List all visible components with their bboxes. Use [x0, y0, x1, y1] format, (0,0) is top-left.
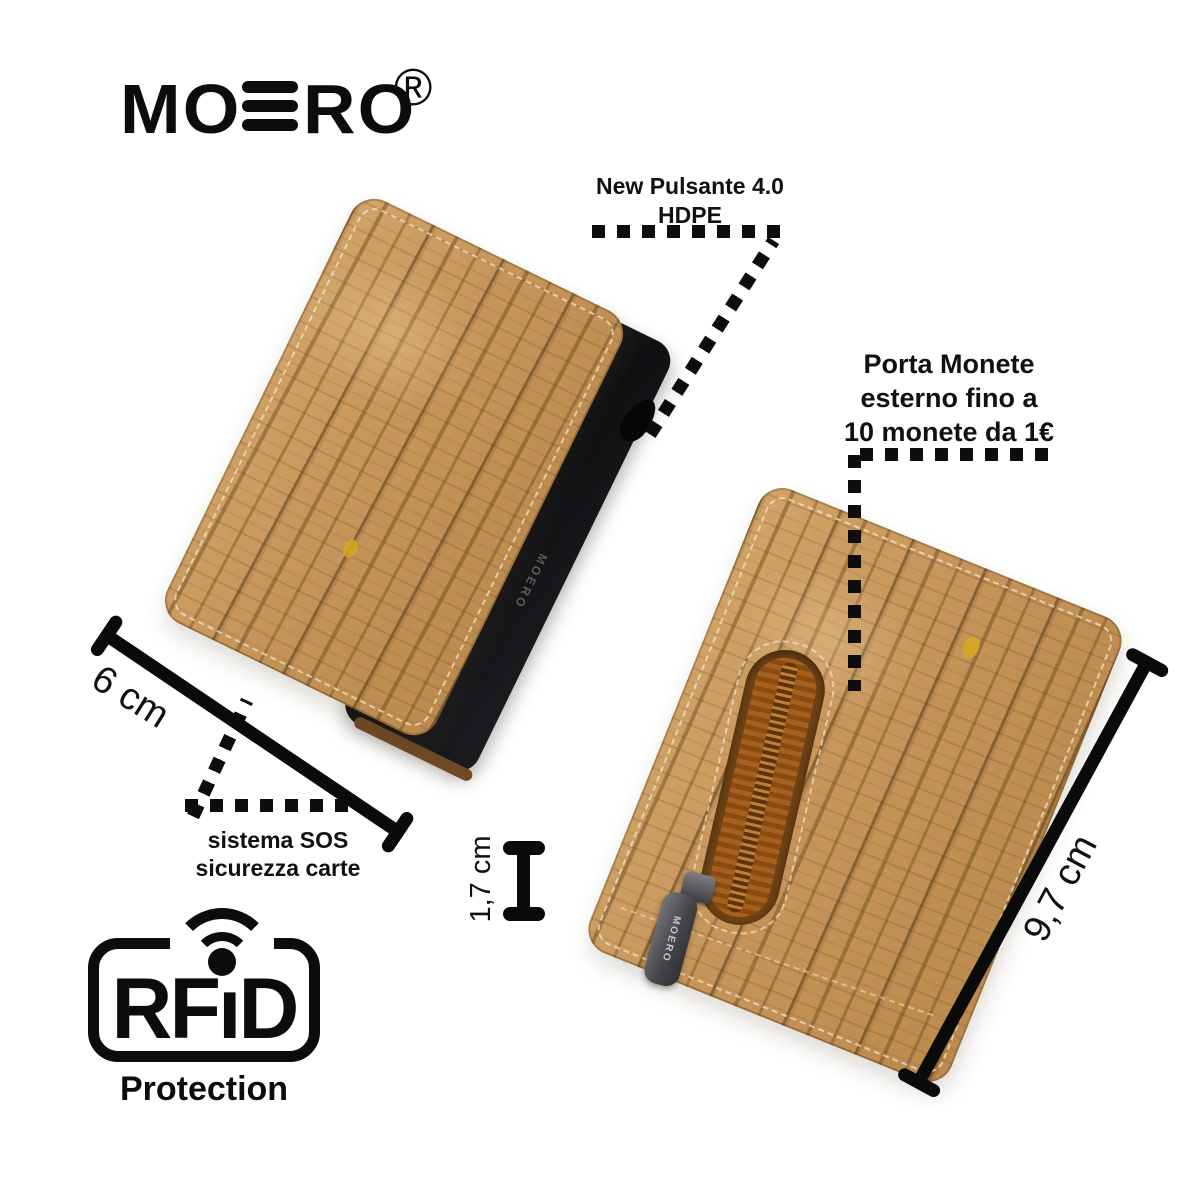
callout-sos: sistema SOS sicurezza carte [178, 826, 378, 882]
rfid-wave-outer-icon [170, 908, 274, 1012]
zipper-pull-brand-text: MOERO [659, 914, 683, 964]
leader-dotted-line-porta-horizontal [860, 448, 1054, 461]
callout-pulsante-line1: New Pulsante 4.0 [596, 173, 784, 199]
logo-text-right: RO [302, 70, 417, 148]
rfid-label-d: D [238, 961, 300, 1057]
rfid-label-rf: RF [111, 961, 221, 1057]
callout-porta-line1: Porta Monete [863, 349, 1035, 379]
leader-dotted-line-porta-vertical [848, 455, 861, 691]
rfid-signal-dot-icon [208, 948, 236, 976]
leader-dotted-line-sos-horizontal [185, 799, 361, 812]
registered-trademark-icon: ® [394, 59, 433, 117]
callout-porta-monete: Porta Monete esterno fino a 10 monete da… [824, 347, 1074, 449]
callout-porta-line2: esterno fino a [860, 383, 1038, 413]
thickness-symbol-top-cap [503, 841, 545, 855]
cork-front-cover [156, 190, 632, 744]
dimension-label-thickness: 1,7 cm [465, 835, 497, 923]
rfid-label: RFıD [98, 966, 310, 1052]
rfid-wave-inner-icon [192, 932, 252, 992]
logo-e-bars-icon [241, 81, 298, 131]
rfid-protection-label: Protection [119, 1070, 289, 1108]
moero-logo: MO RO [120, 70, 414, 148]
logo-text-left: MO [120, 70, 242, 148]
left-wallet-photo: MOERO [156, 190, 678, 783]
thickness-symbol-bottom-cap [503, 907, 545, 921]
leader-dotted-line-pulsante-diagonal [644, 237, 780, 438]
callout-pulsante-line2: HDPE [658, 202, 722, 228]
callout-pulsante: New Pulsante 4.0 HDPE [555, 172, 825, 230]
callout-porta-line3: 10 monete da 1€ [843, 417, 1055, 447]
thickness-symbol-stem [517, 850, 530, 912]
rfid-label-i: ı [218, 961, 241, 1057]
callout-sos-line2: sicurezza carte [195, 855, 361, 881]
callout-sos-line1: sistema SOS [207, 827, 349, 853]
leader-dotted-line-pulsante-horizontal [592, 225, 788, 238]
